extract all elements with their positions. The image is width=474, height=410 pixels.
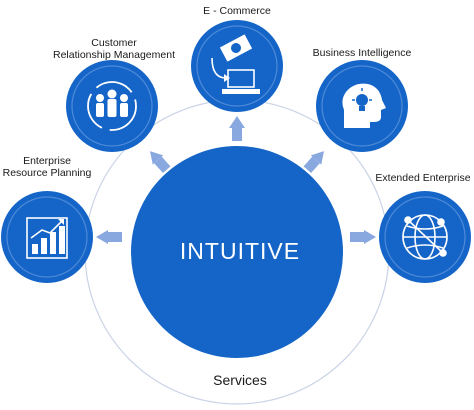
arrow-to-ecommerce bbox=[229, 116, 245, 141]
erp-label: Enterprise Resource Planning bbox=[0, 155, 94, 179]
node-bi[interactable] bbox=[316, 60, 408, 152]
money-to-laptop-icon bbox=[211, 34, 260, 94]
crm-label-line-2: Relationship Management bbox=[53, 49, 175, 61]
ecommerce-label: E - Commerce bbox=[187, 5, 287, 17]
services-label: Services bbox=[213, 372, 267, 388]
arrow-to-bi bbox=[303, 151, 325, 174]
node-ecommerce[interactable] bbox=[191, 20, 283, 112]
arrow-to-erp bbox=[96, 230, 122, 244]
ecommerce-label-line-1: E - Commerce bbox=[203, 5, 271, 17]
crm-label: Customer Relationship Management bbox=[44, 37, 184, 61]
head-lightbulb-icon bbox=[342, 83, 386, 128]
bar-chart-growth-icon bbox=[26, 217, 68, 259]
node-extended[interactable] bbox=[379, 191, 471, 283]
extended-label-line-1: Extended Enterprise bbox=[375, 172, 471, 184]
crm-label-line-1: Customer bbox=[91, 37, 137, 49]
extended-label: Extended Enterprise bbox=[372, 172, 474, 184]
bi-label-line-1: Business Intelligence bbox=[312, 47, 412, 59]
erp-label-line-1: Enterprise bbox=[23, 155, 71, 167]
center-circle bbox=[131, 146, 343, 358]
arrow-to-crm bbox=[149, 151, 171, 174]
erp-label-line-2: Resource Planning bbox=[2, 167, 92, 179]
node-erp[interactable] bbox=[1, 191, 93, 283]
arrow-to-extended bbox=[350, 230, 376, 244]
globe-network-icon bbox=[402, 214, 448, 260]
bi-label: Business Intelligence bbox=[300, 47, 424, 59]
node-crm[interactable] bbox=[66, 60, 158, 152]
people-cycle-icon bbox=[87, 81, 137, 131]
center-title: INTUITIVE bbox=[179, 238, 301, 264]
